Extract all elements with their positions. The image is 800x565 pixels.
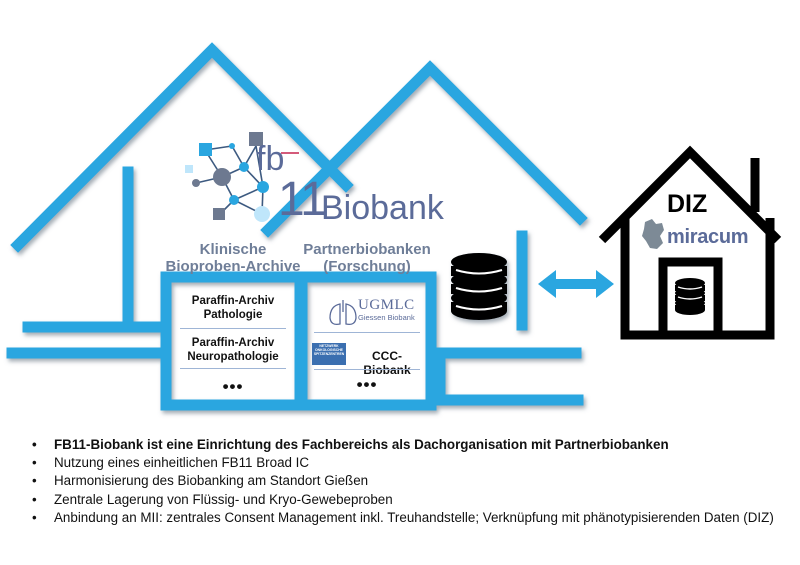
category-clinical: Klinische Bioproben-Archive (150, 241, 316, 275)
diz-title: DIZ (667, 190, 708, 218)
right-roof (260, 60, 588, 238)
bullet-list: FB11-Biobank ist eine Einrichtung des Fa… (28, 436, 788, 527)
logo-name: Biobank (321, 189, 444, 227)
logo-underline (281, 152, 299, 154)
netzwerk-badge-text: NETZWERK ONKOLOGISCHE SPITZENZENTREN (313, 344, 345, 357)
lungs-icon (329, 300, 357, 326)
left-roof (10, 42, 354, 253)
divider (314, 369, 420, 370)
divider (180, 368, 286, 369)
ccc-biobank-label: CCC-Biobank (363, 349, 411, 377)
bullet-item: Nutzung eines einheitlichen FB11 Broad I… (28, 454, 788, 472)
list-item: Paraffin-Archiv Neuropathologie (187, 337, 279, 363)
partner-biobank-frame (296, 271, 437, 411)
miracum-logo-text: miracum (667, 226, 749, 248)
double-arrow-icon (538, 270, 614, 298)
category-partner: Partnerbiobanken (Forschung) (296, 241, 438, 275)
diz-database-icon (675, 278, 705, 315)
diz-house (598, 145, 782, 340)
biobank-diagram: fb 11 Biobank Klinische Bioproben-Archiv… (6, 42, 782, 411)
database-icon (451, 253, 507, 320)
category-clinical-line1: Klinische (199, 241, 267, 258)
clinical-archive-list: Paraffin-Archiv Pathologie Paraffin-Arch… (176, 287, 290, 397)
ugmlc-subtitle: Giessen Biobank (358, 313, 415, 322)
more-indicator: ••• (222, 377, 244, 396)
logo-number: 11 (278, 173, 327, 226)
netzwerk-badge (312, 343, 346, 365)
network-logo-nodes (185, 132, 270, 222)
logo-prefix: fb (256, 140, 285, 178)
bullet-item: Harmonisierung des Biobanking am Standor… (28, 472, 788, 490)
bullet-item: Anbindung an MII: zentrales Consent Mana… (28, 509, 788, 527)
category-partner-line2: (Forschung) (323, 258, 411, 275)
category-partner-line1: Partnerbiobanken (303, 241, 431, 258)
bullet-item: Zentrale Lagerung von Flüssig- und Kryo-… (28, 491, 788, 509)
more-indicator: ••• (356, 375, 378, 394)
list-item: Paraffin-Archiv Pathologie (191, 295, 275, 321)
germany-map-icon (642, 219, 664, 249)
bullet-item: FB11-Biobank ist eine Einrichtung des Fa… (28, 436, 788, 454)
divider (180, 328, 286, 329)
category-clinical-line2: Bioproben-Archive (165, 258, 301, 275)
divider (314, 332, 420, 333)
ugmlc-title: UGMLC (358, 297, 415, 313)
house-outline-graphic (6, 42, 782, 411)
